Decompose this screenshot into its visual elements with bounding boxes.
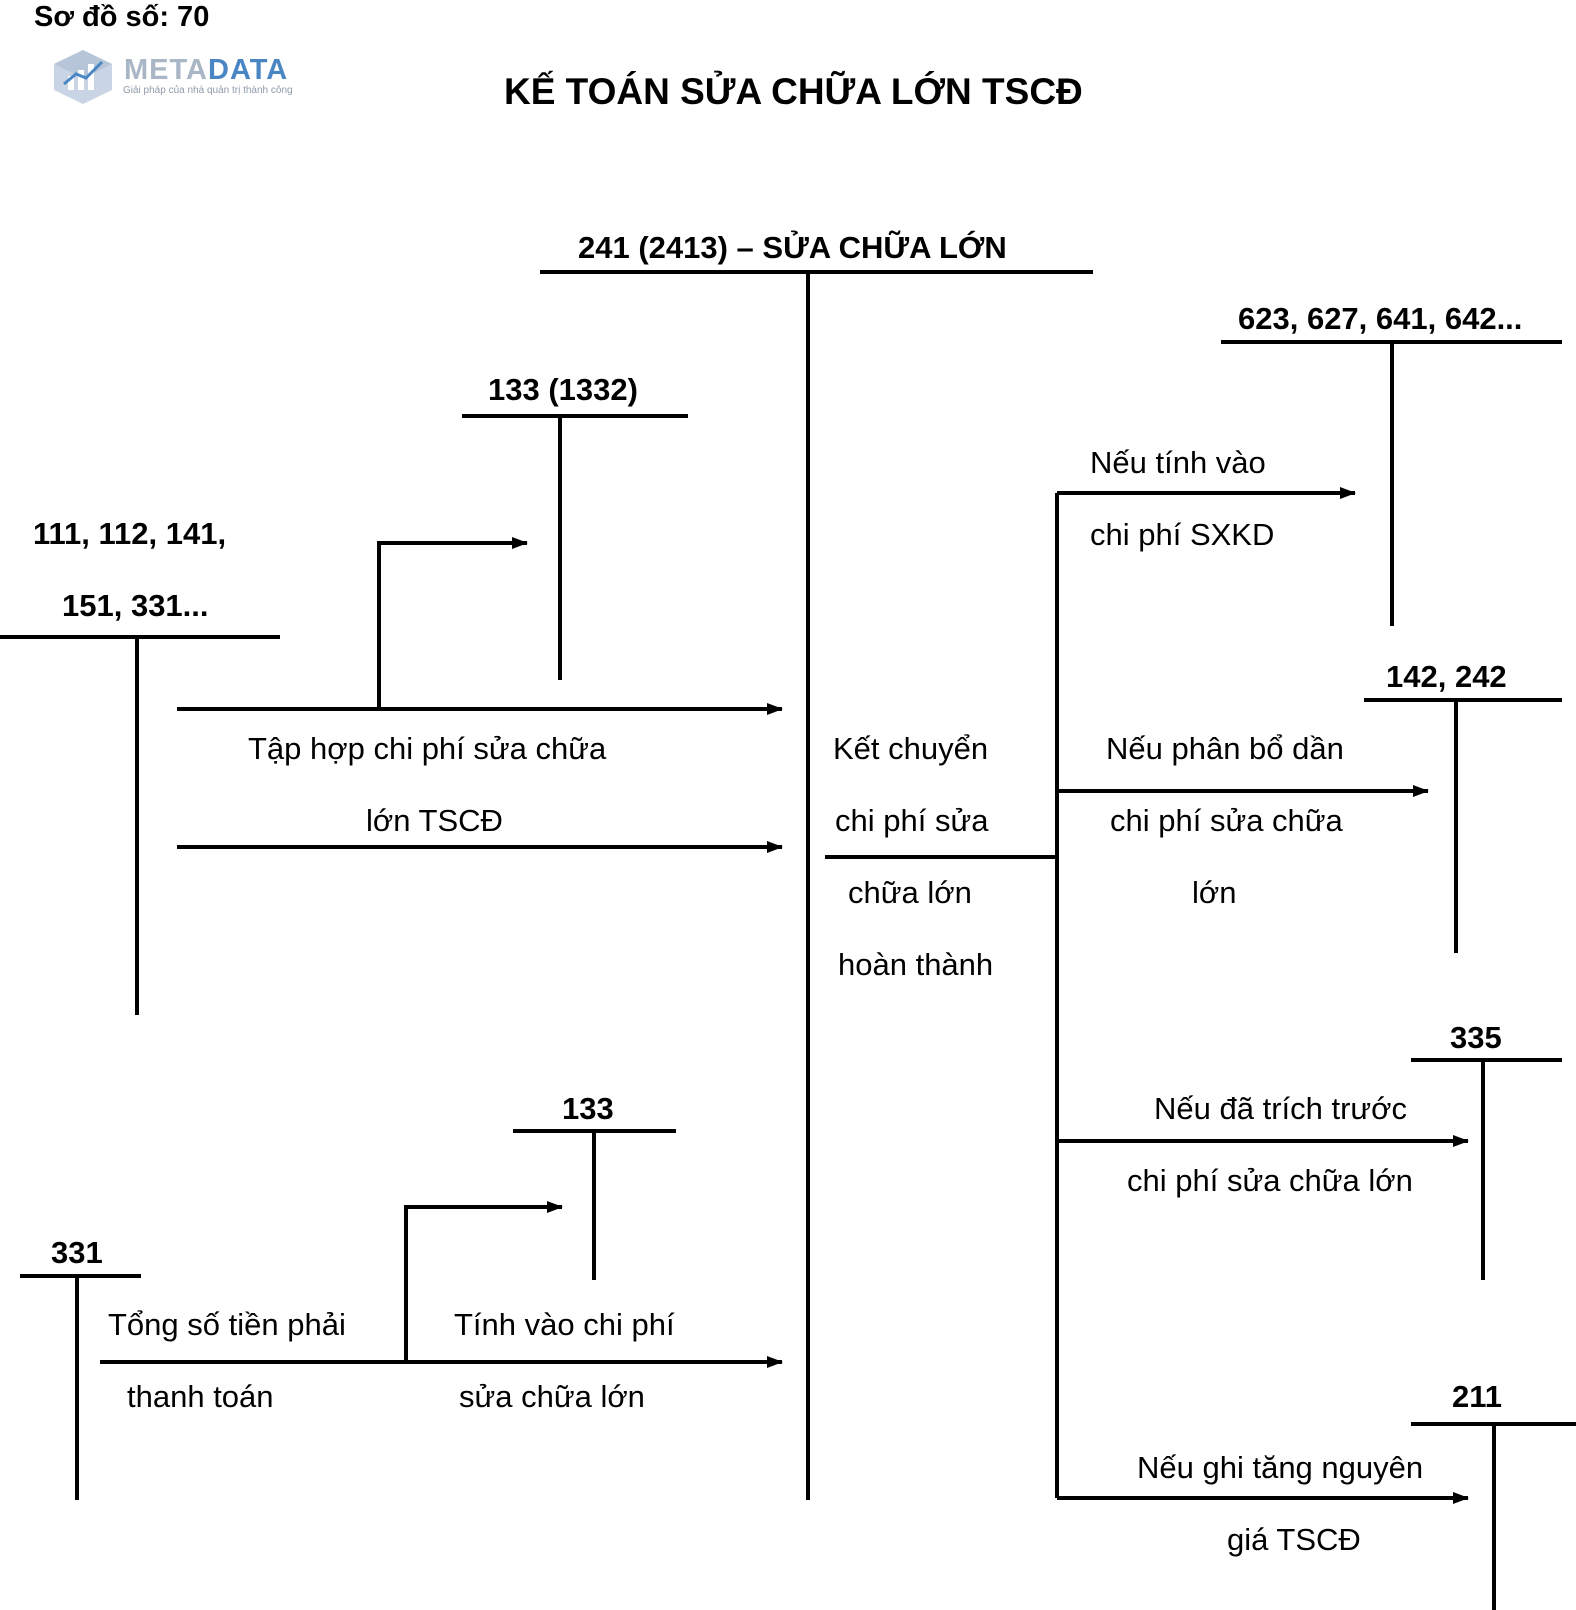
allocate-label-line3: lớn bbox=[1192, 875, 1237, 910]
total-label-line2: thanh toán bbox=[127, 1379, 274, 1414]
collect-label-line1: Tập hợp chi phí sửa chữa bbox=[248, 731, 607, 766]
expense-label-line2: chi phí SXKD bbox=[1090, 517, 1275, 552]
allocate-label-line2: chi phí sửa chữa bbox=[1110, 803, 1343, 838]
charge-label-line2: sửa chữa lớn bbox=[459, 1379, 645, 1414]
logo-name-part1: META bbox=[124, 54, 209, 86]
accrued-label-line1: Nếu đã trích trước bbox=[1154, 1091, 1407, 1126]
increase-label-line2: giá TSCĐ bbox=[1227, 1522, 1361, 1557]
accrued-label-line2: chi phí sửa chữa lớn bbox=[1127, 1163, 1413, 1198]
logo-tagline: Giải pháp của nhà quản trị thành công bbox=[123, 85, 293, 96]
arrow-to-133 bbox=[404, 1201, 563, 1362]
account-expense-title: 623, 627, 641, 642... bbox=[1238, 301, 1523, 336]
account-211-title: 211 bbox=[1452, 1379, 1503, 1414]
expense-label-line1: Nếu tính vào bbox=[1090, 445, 1266, 480]
transfer-label-line1: Kết chuyển bbox=[833, 731, 989, 766]
transfer-label-line4: hoàn thành bbox=[838, 947, 994, 982]
arrow-to-1332 bbox=[377, 537, 528, 709]
logo-name: METADATA bbox=[124, 56, 288, 85]
allocate-label-line1: Nếu phân bổ dần bbox=[1106, 731, 1344, 766]
logo-name-part2: DATA bbox=[208, 54, 289, 86]
account-241-title: 241 (2413) – SỬA CHỮA LỚN bbox=[578, 230, 1007, 265]
account-cash-title-line2: 151, 331... bbox=[62, 588, 209, 623]
charge-label-line1: Tính vào chi phí bbox=[454, 1307, 675, 1342]
diagram-number: Sơ đồ số: 70 bbox=[34, 1, 210, 33]
account-1332-title: 133 (1332) bbox=[488, 372, 638, 407]
collect-label-line2: lớn TSCĐ bbox=[366, 803, 503, 838]
increase-label-line1: Nếu ghi tăng nguyên bbox=[1137, 1450, 1424, 1485]
account-cash-title-line1: 111, 112, 141, bbox=[33, 516, 227, 551]
account-335-title: 335 bbox=[1450, 1020, 1502, 1055]
account-prepaid-title: 142, 242 bbox=[1386, 659, 1507, 694]
page-title: KẾ TOÁN SỬA CHỮA LỚN TSCĐ bbox=[504, 71, 1083, 112]
total-label-line1: Tổng số tiền phải bbox=[108, 1307, 346, 1342]
logo-cube-icon bbox=[54, 50, 112, 104]
transfer-label-line3: chữa lớn bbox=[848, 875, 972, 910]
account-331-title: 331 bbox=[51, 1235, 103, 1270]
transfer-label-line2: chi phí sửa bbox=[835, 803, 989, 838]
account-133-title: 133 bbox=[562, 1091, 614, 1126]
